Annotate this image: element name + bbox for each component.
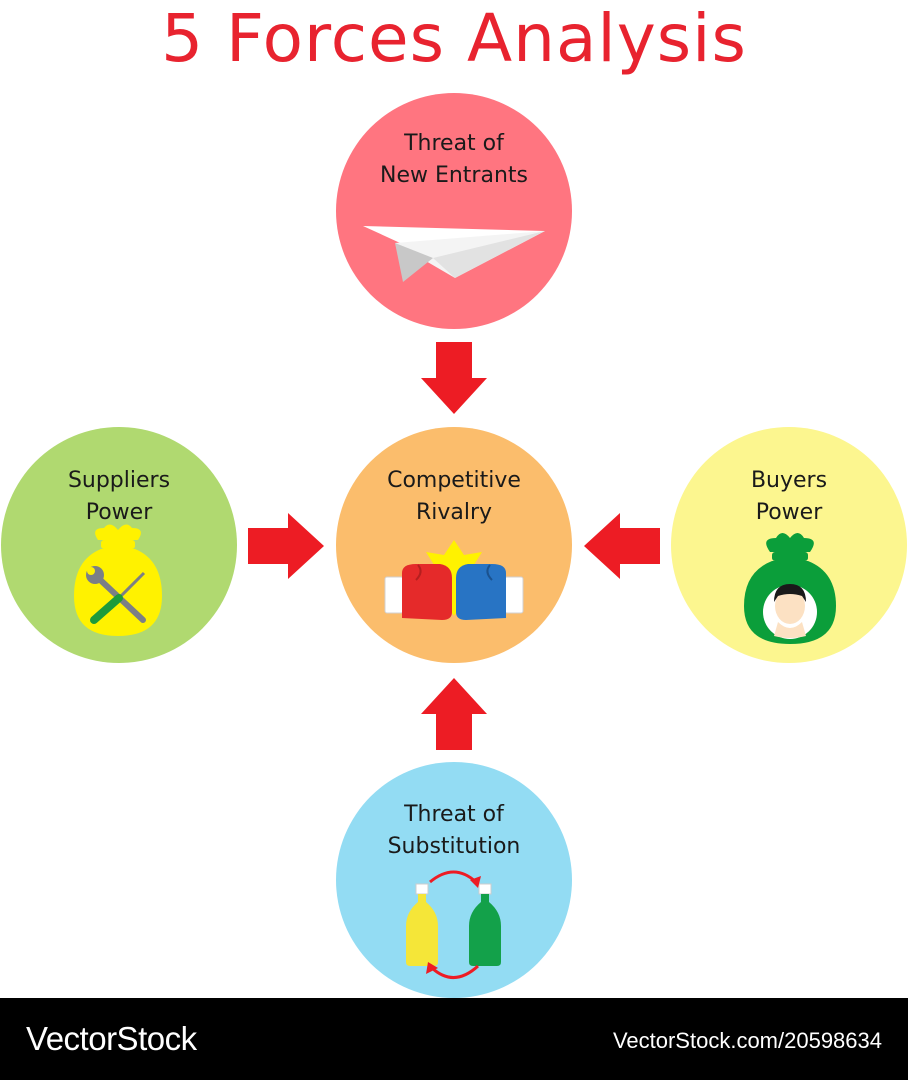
- arrow-buyers-to-rivalry: [584, 513, 660, 579]
- five-forces-diagram: [1, 93, 907, 998]
- boxing-gloves-icon: [384, 540, 524, 620]
- arrow-suppliers-to-rivalry: [248, 513, 324, 579]
- arrow-new-entrants-to-rivalry: [421, 342, 487, 414]
- footer-bar: VectorStock VectorStock.com/20598634: [0, 998, 908, 1080]
- arrow-substitution-to-rivalry: [421, 678, 487, 750]
- image-reference: VectorStock.com/20598634: [612, 1028, 882, 1053]
- buyer-money-bag-icon: [744, 533, 836, 644]
- label-suppliers-power: Suppliers Power: [67, 468, 171, 525]
- swap-bottles-icon: [406, 870, 501, 979]
- paper-plane-icon: [363, 226, 545, 282]
- label-competitive-rivalry: Competitive Rivalry: [387, 468, 521, 525]
- brand-logo: VectorStock: [26, 1020, 197, 1057]
- label-new-entrants: Threat of New Entrants: [379, 131, 528, 188]
- node-threat-of-substitution: [336, 762, 572, 998]
- label-buyers-power: Buyers Power: [750, 468, 828, 525]
- node-new-entrants: [336, 93, 572, 329]
- page-title: 5 Forces Analysis: [161, 0, 747, 77]
- tools-bag-icon: [74, 524, 162, 636]
- label-threat-of-substitution: Threat of Substitution: [387, 802, 521, 859]
